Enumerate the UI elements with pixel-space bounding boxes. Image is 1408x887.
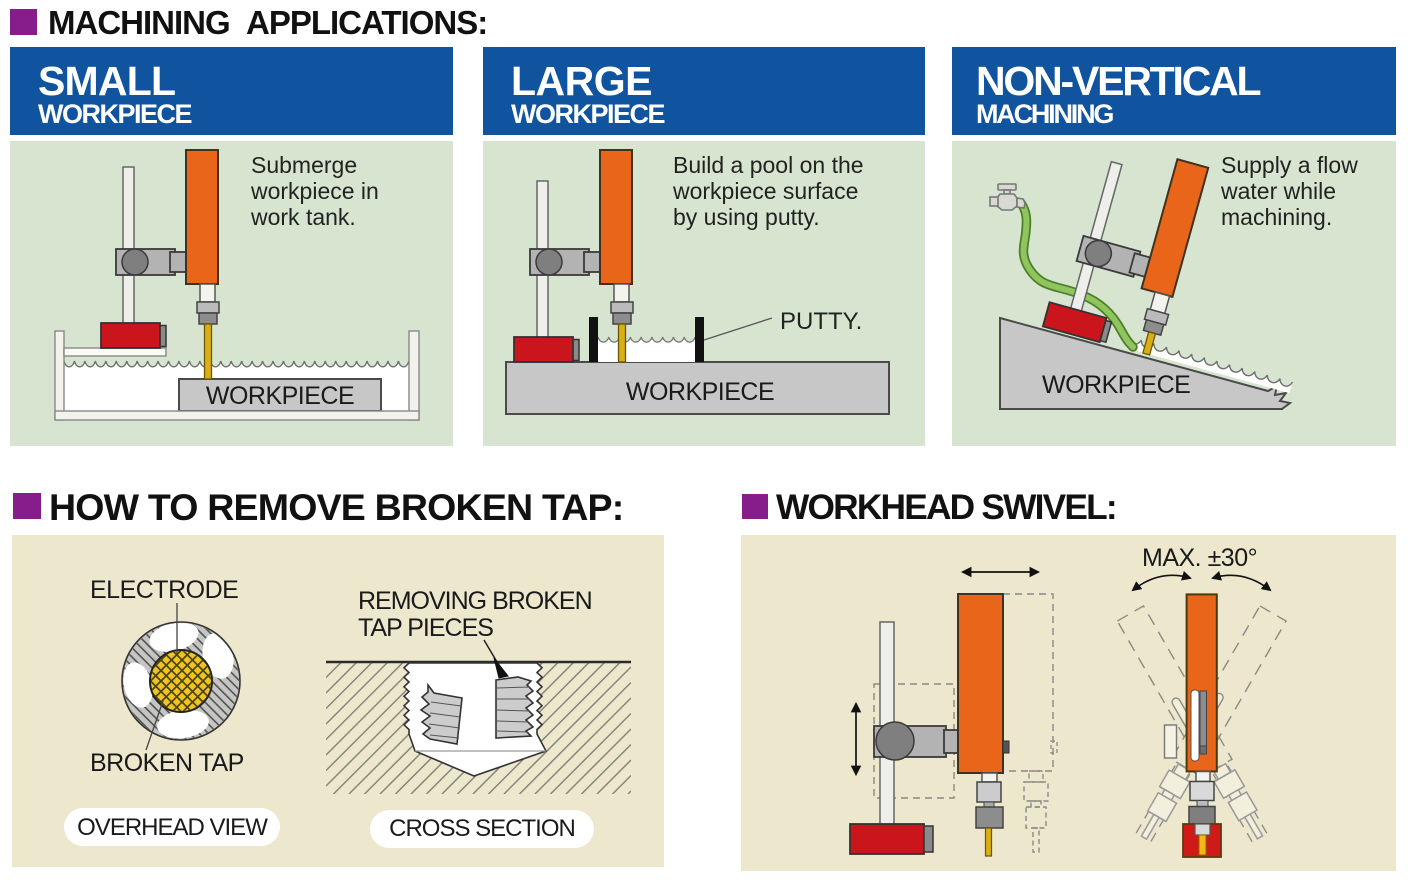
svg-text:HOW TO REMOVE BROKEN TAP:: HOW TO REMOVE BROKEN TAP: xyxy=(49,486,623,528)
svg-text:NON-VERTICAL: NON-VERTICAL xyxy=(976,58,1261,104)
svg-text:workpiece surface: workpiece surface xyxy=(672,178,858,204)
svg-text:CROSS SECTION: CROSS SECTION xyxy=(389,815,575,842)
svg-text:OVERHEAD VIEW: OVERHEAD VIEW xyxy=(77,814,268,841)
svg-text:workpiece in: workpiece in xyxy=(250,178,379,204)
svg-text:machining.: machining. xyxy=(1221,204,1332,230)
svg-text:ELECTRODE: ELECTRODE xyxy=(90,576,238,604)
svg-text:WORKPIECE: WORKPIECE xyxy=(38,99,192,129)
svg-text:WORKHEAD SWIVEL:: WORKHEAD SWIVEL: xyxy=(776,488,1116,527)
svg-text:WORKPIECE: WORKPIECE xyxy=(206,382,354,410)
svg-text:PUTTY.: PUTTY. xyxy=(780,308,862,335)
svg-text:WORKPIECE: WORKPIECE xyxy=(626,378,774,406)
svg-text:WORKPIECE: WORKPIECE xyxy=(1042,371,1190,399)
svg-text:TAP PIECES: TAP PIECES xyxy=(358,614,493,642)
svg-text:WORKPIECE: WORKPIECE xyxy=(511,99,665,129)
svg-text:work tank.: work tank. xyxy=(250,204,356,230)
svg-text:LARGE: LARGE xyxy=(511,58,652,104)
svg-text:MACHINING: MACHINING xyxy=(976,99,1113,129)
svg-text:by using putty.: by using putty. xyxy=(673,204,820,230)
svg-text:Submerge: Submerge xyxy=(251,152,357,178)
svg-text:SMALL: SMALL xyxy=(38,58,175,104)
svg-text:BROKEN TAP: BROKEN TAP xyxy=(90,749,244,777)
svg-text:MAX. ±30°: MAX. ±30° xyxy=(1142,544,1257,572)
svg-text:Build a pool on the: Build a pool on the xyxy=(673,152,864,178)
svg-text:Supply a flow: Supply a flow xyxy=(1221,152,1358,178)
svg-text:REMOVING BROKEN: REMOVING BROKEN xyxy=(358,587,592,615)
svg-text:MACHINING APPLICATIONS:: MACHINING APPLICATIONS: xyxy=(48,4,487,41)
svg-text:water while: water while xyxy=(1220,178,1336,204)
